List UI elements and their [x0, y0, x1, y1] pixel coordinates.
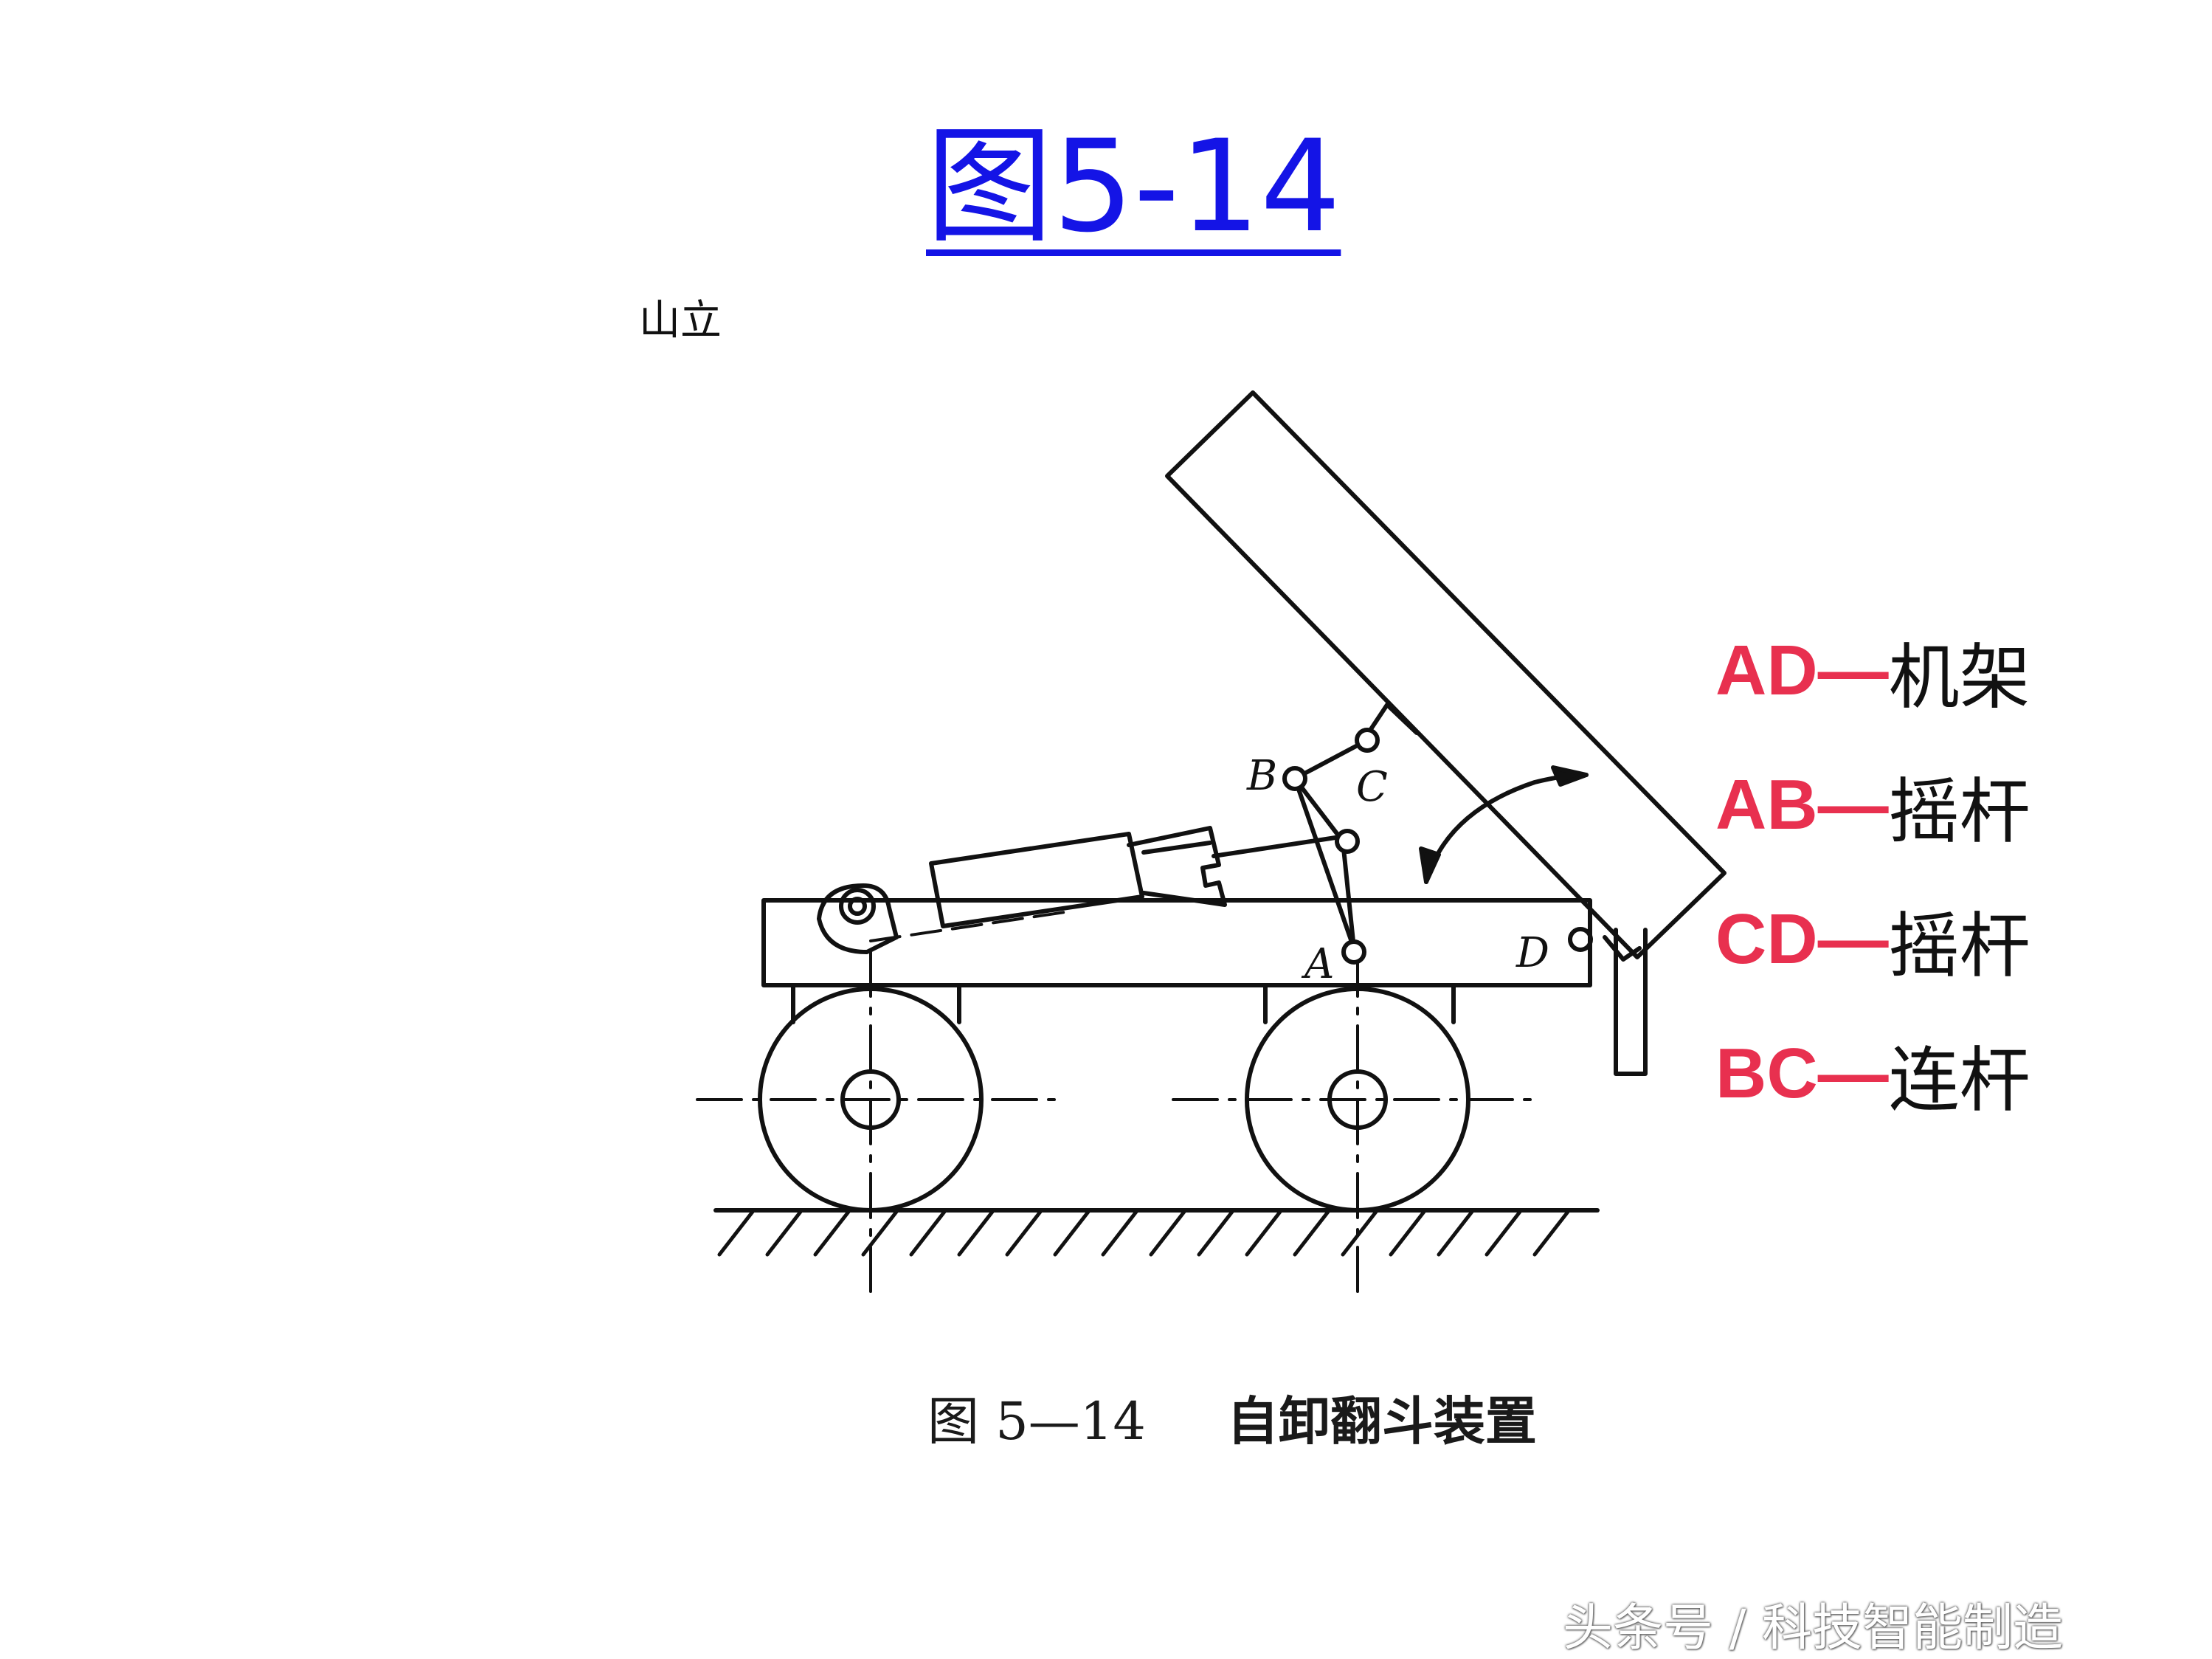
joint-rod: [1335, 829, 1360, 854]
legend-item: AB—摇杆: [1715, 738, 2030, 872]
link-ab: [1293, 776, 1356, 951]
point-labels: A B C D: [1246, 752, 1549, 988]
pivot-d: [1568, 927, 1593, 952]
rotation-arrowhead-top: [1551, 765, 1589, 787]
piston-cap: [1141, 841, 1212, 855]
ground-hatching: [717, 1210, 1570, 1257]
joint-c: [1355, 728, 1380, 753]
cylinder-pivot: [839, 888, 876, 925]
rotation-arrowhead-bottom: [1419, 846, 1441, 884]
legend-item: BC—连杆: [1715, 1007, 2030, 1141]
link-mid-a: [1341, 839, 1356, 951]
label-a: A: [1301, 940, 1334, 988]
joint-b: [1282, 766, 1307, 791]
cylinder-axis: [869, 910, 1071, 942]
box-rear-lip: [1603, 935, 1642, 962]
cylinder-piston: [1127, 826, 1227, 907]
caption-figure-number: 图 5—14: [927, 1391, 1146, 1452]
link-bc: [1293, 738, 1369, 781]
legend-key: AB—: [1715, 765, 1889, 844]
legend-role: 摇杆: [1888, 904, 2030, 987]
wheel-supports: [791, 983, 1456, 1024]
legend-key: AD—: [1715, 631, 1889, 710]
joint-a: [1341, 939, 1366, 965]
link-b-mid: [1293, 776, 1345, 844]
legend-role: 机架: [1888, 635, 2030, 719]
tail-post: [1614, 928, 1648, 1076]
rear-wheel: [1245, 987, 1470, 1213]
dump-box: [1165, 390, 1727, 959]
cylinder-mount: [817, 883, 899, 954]
hydraulic-cylinder: [929, 832, 1144, 928]
cropped-text-fragment: 山立: [639, 299, 722, 343]
link-legend: AD—机架 AB—摇杆 CD—摇杆 BC—连杆: [1715, 604, 2030, 1141]
rotation-arc: [1424, 773, 1589, 884]
legend-item: AD—机架: [1715, 604, 2030, 738]
legend-key: CD—: [1715, 900, 1889, 979]
caption-name: 自卸翻斗装置: [1226, 1390, 1537, 1452]
legend-role: 连杆: [1888, 1038, 2030, 1122]
label-b: B: [1246, 752, 1277, 800]
label-d: D: [1515, 929, 1549, 977]
legend-item: CD—摇杆: [1715, 872, 2030, 1007]
slide-title: 图5-14: [926, 112, 1341, 261]
label-c: C: [1356, 763, 1388, 811]
legend-key: BC—: [1715, 1034, 1889, 1113]
legend-role: 摇杆: [1888, 770, 2030, 853]
watermark: 头条号 / 科技智能制造: [1563, 1599, 2064, 1658]
front-wheel: [758, 987, 984, 1213]
figure-caption: 图 5—14 自卸翻斗装置: [911, 1380, 1537, 1455]
